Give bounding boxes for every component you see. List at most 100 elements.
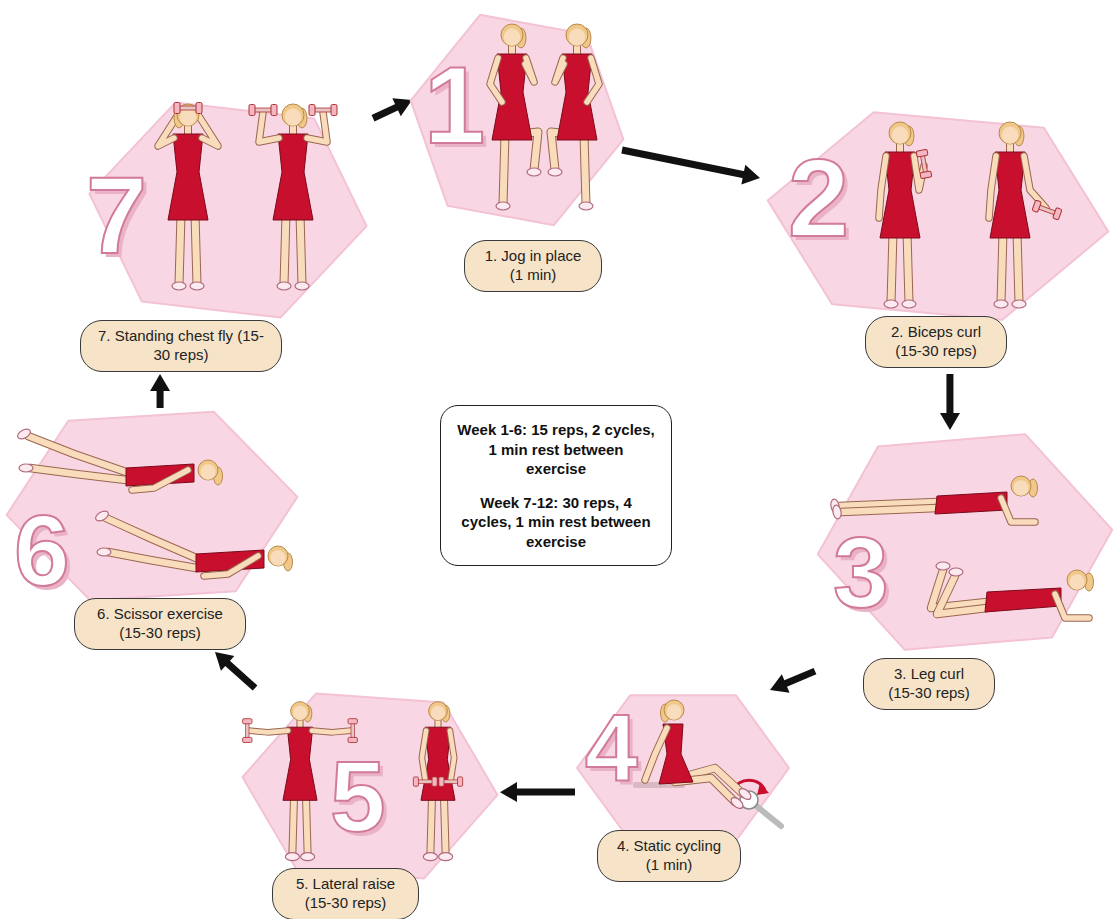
- limb-outline: [891, 232, 893, 302]
- hair: [889, 122, 911, 144]
- shoe: [936, 562, 950, 570]
- arrow-shaft: [226, 662, 255, 688]
- shoe: [285, 853, 299, 861]
- exercise-panel: 7 7. Standing chest fly (15-30 reps): [78, 92, 373, 374]
- limb: [1024, 156, 1046, 208]
- schedule-text: Week 7-12: 30 reps, 4 cycles, 1 min rest…: [457, 493, 655, 552]
- face: [667, 704, 682, 720]
- limb: [204, 556, 258, 576]
- face: [285, 109, 302, 126]
- arrow-shaft: [373, 106, 398, 118]
- limb-outline: [422, 731, 426, 780]
- limb: [584, 134, 586, 204]
- limb: [879, 156, 886, 218]
- face: [569, 29, 586, 46]
- limb: [292, 795, 294, 855]
- flow-arrow: [940, 374, 960, 430]
- limb: [891, 232, 893, 302]
- exercise-label: 2. Biceps curl (15-30 reps): [865, 316, 1007, 368]
- limb-outline: [879, 156, 886, 218]
- dumbbell-plate: [249, 105, 255, 116]
- limb-outline: [292, 795, 294, 855]
- limb-outline: [1024, 156, 1046, 208]
- exercise-label: 3. Leg curl (15-30 reps): [863, 658, 995, 710]
- shoe: [496, 202, 510, 210]
- limb-outline: [989, 156, 996, 218]
- exercise-label: 4. Static cycling (1 min): [597, 830, 741, 882]
- limb: [1017, 232, 1019, 302]
- shoe: [277, 282, 291, 290]
- limb-outline: [1055, 594, 1089, 618]
- dumbbell-plate: [196, 103, 202, 114]
- hair: [566, 24, 588, 46]
- step-number-text: 7: [86, 153, 147, 276]
- dumbbell: [1032, 200, 1062, 220]
- exercise-label-text: 7. Standing chest fly (15-30 reps): [97, 327, 265, 365]
- face: [271, 550, 286, 566]
- exercise-panel: 2 2. Biceps curl (15-30 reps): [760, 108, 1115, 374]
- limb-outline: [179, 214, 181, 284]
- limb: [422, 731, 426, 780]
- dumbbell: [309, 105, 337, 116]
- hair: [282, 104, 304, 126]
- limb-outline: [503, 134, 505, 204]
- arrow-shaft: [946, 374, 953, 415]
- hexagon-panel: [411, 15, 624, 225]
- limb-outline: [1017, 232, 1019, 302]
- limb-outline: [306, 795, 308, 855]
- step-number: 1: [424, 50, 485, 160]
- shoe: [527, 168, 541, 176]
- face: [892, 127, 909, 144]
- shoe: [1012, 300, 1026, 308]
- dumbbell-plate: [309, 105, 315, 116]
- exercise-label: 7. Standing chest fly (15-30 reps): [80, 320, 282, 372]
- step-number-text: 5: [330, 740, 386, 852]
- limb-outline: [300, 214, 302, 284]
- exercise-label: 6. Scissor exercise (15-30 reps): [74, 598, 246, 650]
- shoe: [439, 853, 453, 861]
- dumbbell-plate: [413, 777, 418, 786]
- shoe: [423, 853, 437, 861]
- dumbbell-plate: [1032, 200, 1041, 212]
- limb-outline: [284, 214, 286, 284]
- limb: [555, 58, 564, 82]
- dumbbell-plate: [348, 719, 357, 724]
- exercise-panel: 1 1. Jog in place (1 min): [412, 2, 622, 294]
- limb-outline: [525, 58, 534, 82]
- hair: [268, 546, 288, 566]
- step-number: 4: [585, 700, 638, 795]
- exercise-panel: 4 4. Static cycling (1 min): [575, 690, 790, 884]
- limb: [841, 508, 937, 512]
- dumbbell-plate: [439, 777, 444, 786]
- exercise-panel: 33. Leg curl (15-30 reps): [815, 430, 1115, 712]
- dumbbell-plate: [271, 105, 277, 116]
- flow-arrow: [770, 671, 815, 693]
- limb-outline: [249, 731, 288, 733]
- exercise-label-text: 6. Scissor exercise (15-30 reps): [91, 605, 229, 643]
- shoe: [579, 202, 593, 210]
- step-number-text: 4: [585, 694, 638, 800]
- step-number-text: 6: [14, 494, 70, 606]
- limb-outline: [430, 795, 432, 855]
- limb-outline: [204, 556, 258, 576]
- arrow-head: [500, 782, 517, 802]
- arrow-shaft: [622, 150, 745, 175]
- dumbbell-plate: [331, 105, 337, 116]
- limb-outline: [132, 470, 188, 490]
- hair: [429, 702, 448, 721]
- limb-outline: [907, 232, 909, 302]
- limb-outline: [584, 134, 586, 204]
- exercise-label-text: 1. Jog in place (1 min): [481, 247, 585, 285]
- hexagon-panel: [243, 694, 498, 879]
- limb-outline: [490, 58, 502, 102]
- arrow-shaft: [784, 671, 815, 684]
- face: [504, 29, 521, 46]
- exercise-label-text: 3. Leg curl (15-30 reps): [880, 665, 978, 703]
- exercise-label: 1. Jog in place (1 min): [464, 240, 602, 292]
- limb: [1001, 498, 1035, 522]
- dumbbell: [916, 149, 932, 178]
- face: [1070, 574, 1085, 590]
- step-number-text: 2: [788, 136, 849, 259]
- dumbbell-plate: [1053, 208, 1062, 220]
- schedule-text: Week 1-6: 15 reps, 2 cycles, 1 min rest …: [457, 420, 655, 479]
